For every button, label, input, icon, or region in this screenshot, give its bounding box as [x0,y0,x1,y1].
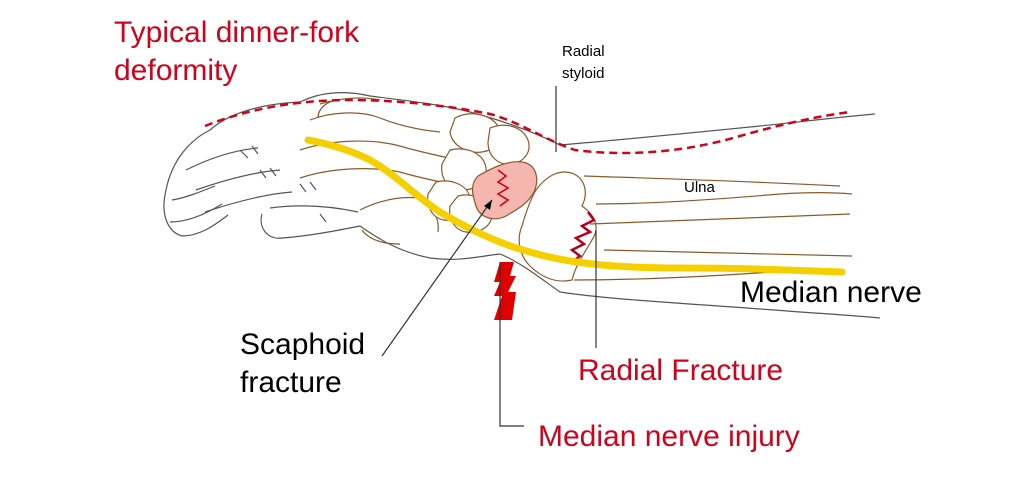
radial-styloid-label-line1: Radial [562,43,605,60]
scaphoid-label-line1: Scaphoid [240,328,365,361]
median-nerve-path [304,136,846,276]
deformity-label-line1: Typical dinner-fork [114,16,360,49]
deformity-dashed-line [204,98,851,155]
radial-fracture-line [569,211,596,263]
scaphoid-arrowhead [484,200,492,210]
median-nerve-label: Median nerve [740,276,922,309]
median-nerve-injury-leader [499,262,524,427]
radial-fracture-region [569,211,596,263]
leader-lines [381,86,597,427]
radial-fracture-label: Radial Fracture [578,354,783,387]
median-nerve-injury-label: Median nerve injury [538,420,800,453]
scaphoid-fracture-line [496,169,510,207]
hand-bones [299,97,461,245]
ulna-label: Ulna [684,179,716,196]
radial-styloid-label-line2: styloid [562,65,605,82]
lightning-bolt-icon [494,262,516,320]
deformity-label-line2: deformity [114,54,237,87]
scaphoid-label-line2: fracture [240,366,342,399]
scaphoid-leader [381,199,493,357]
